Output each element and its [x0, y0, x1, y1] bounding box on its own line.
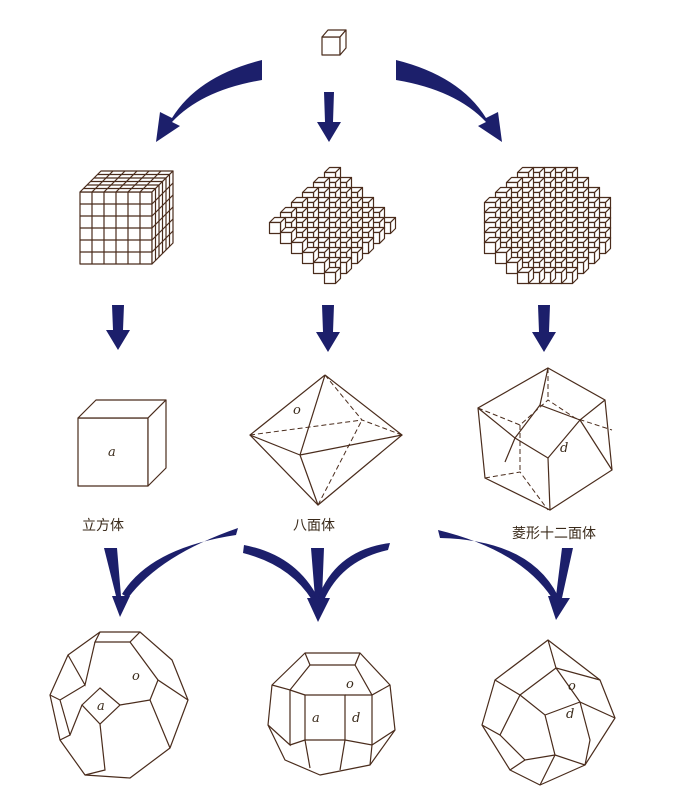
arrow-cube-to-center: [243, 545, 318, 600]
arrow-dodecahedron-to-center: [318, 543, 390, 600]
octahedron-dodecahedron-combination: o d: [481, 639, 616, 786]
cube-shape: a: [77, 399, 167, 487]
unit-block: [516, 271, 530, 285]
unit-block: [290, 241, 304, 255]
unit-block: [279, 231, 293, 245]
face-label-d: d: [560, 441, 568, 456]
face-label-o: o: [293, 403, 301, 418]
arrow-down-cube: [106, 305, 130, 350]
arrow-to-octahedron-lattice: [317, 92, 341, 142]
unit-block: [483, 241, 497, 255]
arrow-cube-straight: [104, 548, 130, 617]
face-label-a: a: [108, 445, 116, 460]
arrow-down-dodecahedron: [532, 305, 556, 352]
arrow-to-dodecahedron-lattice: [396, 60, 502, 142]
label-rhombic-dodecahedron: 菱形十二面体: [512, 526, 596, 542]
rhombic-dodecahedron-shape: d: [477, 367, 613, 511]
arrow-octahedron-to-left: [122, 528, 238, 598]
unit-block: [494, 251, 508, 265]
unit-block: [323, 271, 337, 285]
face-label-a: a: [97, 699, 105, 714]
cube-octahedron-dodecahedron-combination: o a d: [267, 652, 396, 776]
unit-block: [312, 261, 326, 275]
label-cube: 立方体: [82, 518, 124, 534]
arrow-dodecahedron-straight: [548, 548, 573, 620]
unit-block: [505, 261, 519, 275]
arrow-to-cube-lattice: [156, 60, 262, 142]
face-label-o: o: [346, 677, 354, 692]
unit-block: [268, 221, 282, 235]
arrow-down-octahedron: [316, 305, 340, 352]
face-label-o: o: [568, 679, 576, 694]
face-label-a: a: [312, 711, 320, 726]
unit-block: [301, 251, 315, 265]
cube-octahedron-combination: o a: [49, 631, 189, 779]
face-label-d: d: [352, 711, 360, 726]
face-label-d: d: [566, 707, 574, 722]
unit-cube: [321, 29, 347, 56]
arrow-octahedron-to-right: [438, 530, 558, 598]
octahedron-lattice: [268, 166, 397, 285]
dodecahedron-lattice: [483, 166, 612, 285]
cube-lattice: [79, 170, 174, 265]
octahedron-shape: o: [249, 374, 403, 506]
label-octahedron: 八面体: [293, 518, 335, 534]
arrow-octahedron-straight: [307, 548, 330, 622]
face-label-o: o: [132, 669, 140, 684]
